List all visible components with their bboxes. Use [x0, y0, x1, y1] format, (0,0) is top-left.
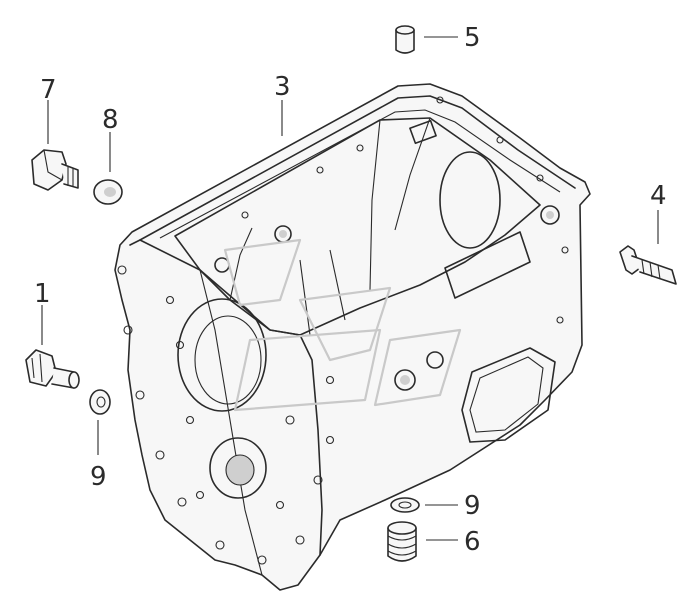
part-dowel-pin: [395, 25, 458, 54]
callout-7: 7: [40, 75, 57, 105]
callout-6: 6: [464, 527, 481, 557]
gearbox-housing: [114, 83, 591, 591]
callout-labels: 1 3 4 5 6 7 8 9 9: [34, 23, 667, 557]
watermark: [223, 238, 462, 412]
callout-3: 3: [274, 72, 291, 102]
part-hex-bolt: [31, 100, 79, 191]
part-washer-top: [93, 132, 123, 205]
part-washer-left: [89, 389, 111, 455]
callout-1: 1: [34, 279, 51, 309]
callout-4: 4: [650, 181, 667, 211]
callout-9-left: 9: [90, 462, 107, 492]
flange-holes: [117, 96, 569, 565]
part-drain-plug: [25, 305, 80, 389]
part-threaded-plug: [387, 521, 458, 562]
callout-8: 8: [102, 105, 119, 135]
callout-5: 5: [464, 23, 481, 53]
part-washer-bottom: [390, 497, 458, 513]
part-stud-bolt: [619, 210, 677, 285]
callout-9-bottom: 9: [464, 491, 481, 521]
